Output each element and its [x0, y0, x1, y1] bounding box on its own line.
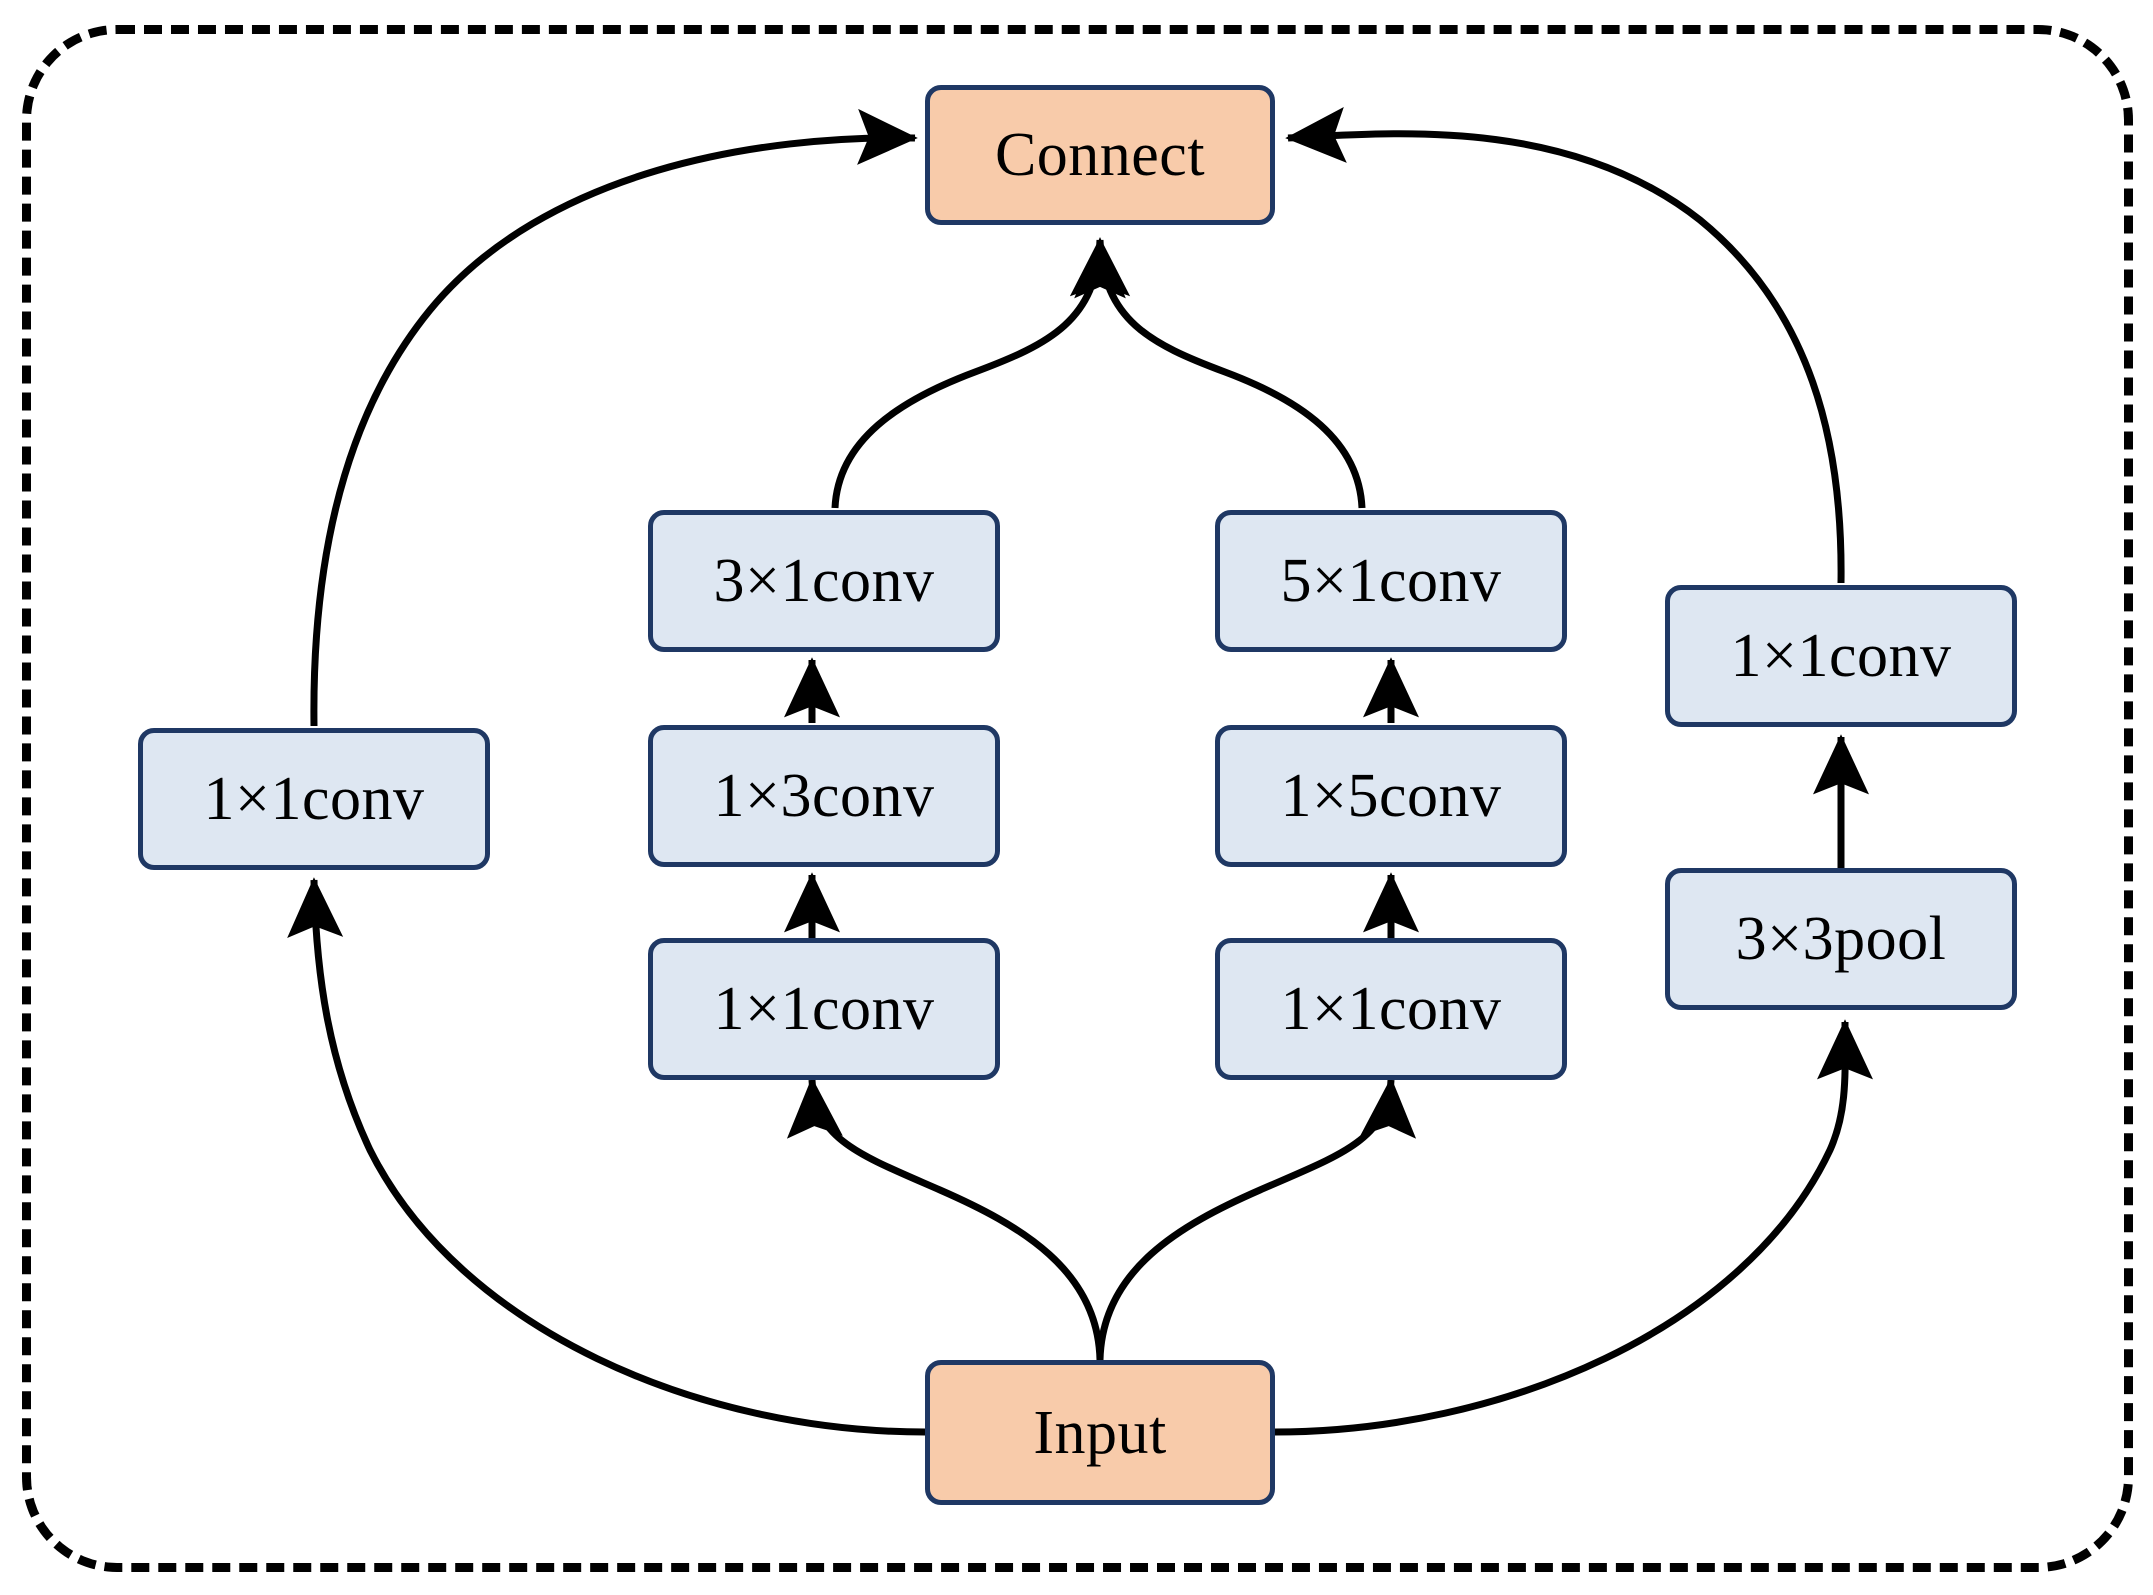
node-branch3-conv5x1[interactable]: 5×1conv: [1215, 510, 1567, 652]
node-branch2-conv1x1-label: 1×1conv: [713, 975, 935, 1043]
node-branch2-conv1x3[interactable]: 1×3conv: [648, 725, 1000, 867]
node-branch3-conv5x1-label: 5×1conv: [1280, 547, 1502, 615]
node-connect[interactable]: Connect: [925, 85, 1275, 225]
node-branch3-conv1x5[interactable]: 1×5conv: [1215, 725, 1567, 867]
node-input-label: Input: [1033, 1398, 1167, 1467]
node-branch4-conv1x1-label: 1×1conv: [1730, 622, 1952, 690]
node-connect-label: Connect: [994, 121, 1206, 189]
node-branch4-conv1x1[interactable]: 1×1conv: [1665, 585, 2017, 727]
node-branch2-conv1x3-label: 1×3conv: [713, 762, 935, 830]
node-branch4-pool3x3[interactable]: 3×3pool: [1665, 868, 2017, 1010]
node-branch1-conv1x1[interactable]: 1×1conv: [138, 728, 490, 870]
node-branch2-conv3x1[interactable]: 3×1conv: [648, 510, 1000, 652]
node-branch4-pool3x3-label: 3×3pool: [1735, 905, 1947, 973]
node-branch2-conv3x1-label: 3×1conv: [713, 547, 935, 615]
node-branch3-conv1x1[interactable]: 1×1conv: [1215, 938, 1567, 1080]
node-input[interactable]: Input: [925, 1360, 1275, 1505]
node-branch1-conv1x1-label: 1×1conv: [203, 765, 425, 833]
node-branch2-conv1x1[interactable]: 1×1conv: [648, 938, 1000, 1080]
node-branch3-conv1x5-label: 1×5conv: [1280, 762, 1502, 830]
module-dashed-boundary: [22, 25, 2133, 1572]
node-branch3-conv1x1-label: 1×1conv: [1280, 975, 1502, 1043]
